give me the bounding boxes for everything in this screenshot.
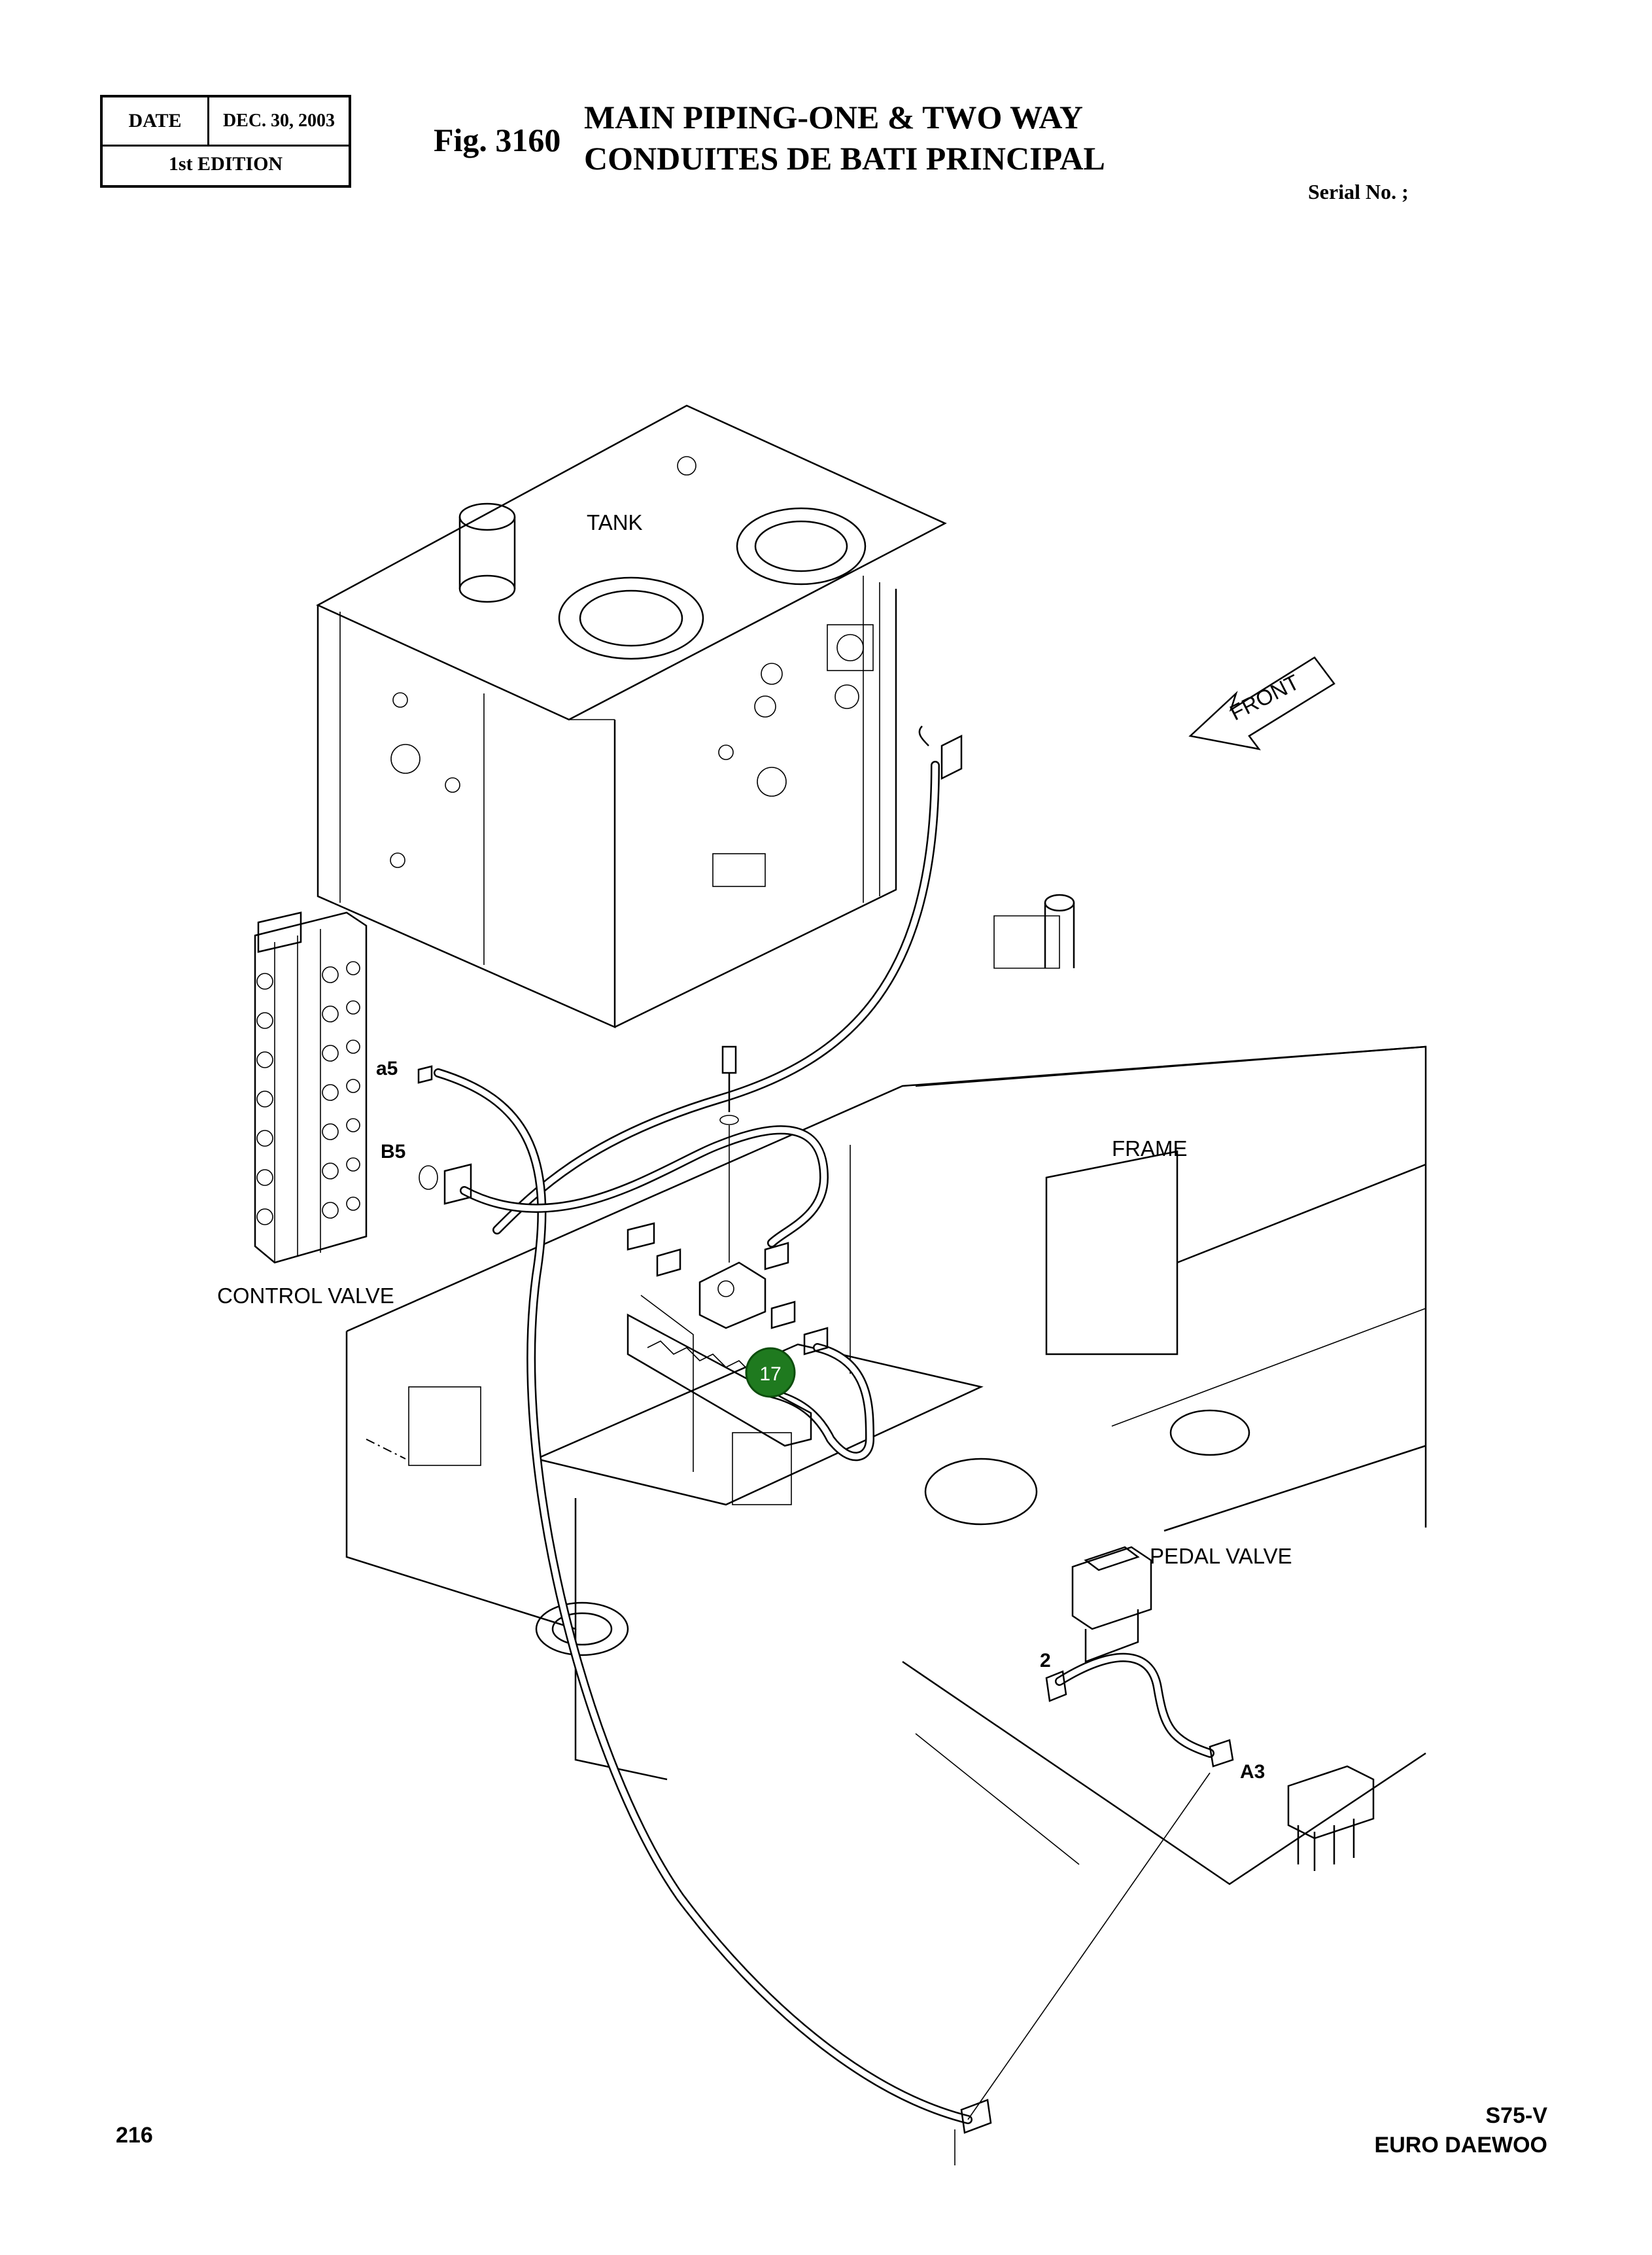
brand-name: EURO DAEWOO [1374, 2133, 1547, 2158]
model-name: S75-V [1485, 2103, 1548, 2128]
port-a5-label: a5 [376, 1058, 398, 1079]
control-valve-block [254, 911, 368, 1264]
front-label: FRONT [1226, 670, 1303, 725]
control-valve-label: CONTROL VALVE [217, 1284, 394, 1308]
hydraulic-tank [316, 404, 947, 1028]
callout-17-marker[interactable]: 17 [745, 1347, 796, 1398]
title-english: MAIN PIPING-ONE & TWO WAY [584, 99, 1084, 135]
frame-label: FRAME [1112, 1136, 1188, 1161]
pedal-valve-label: PEDAL VALVE [1150, 1544, 1292, 1568]
edition-label: 1st EDITION [168, 153, 283, 175]
callout-2-label: 2 [1040, 1650, 1051, 1671]
tank-label: TANK [587, 510, 643, 534]
port-a3-label: A3 [1240, 1761, 1265, 1783]
front-direction-arrow [1188, 656, 1335, 750]
callout-17-text: 17 [759, 1363, 781, 1385]
figure-number: Fig. 3160 [434, 122, 561, 158]
serial-number: Serial No. ; [1308, 180, 1409, 203]
callout-17-circle[interactable] [745, 1347, 796, 1398]
port-b5-label: B5 [381, 1141, 405, 1162]
date-value: DEC. 30, 2003 [222, 111, 336, 131]
title-french: CONDUITES DE BATI PRINCIPAL [584, 140, 1105, 177]
date-label: DATE [103, 97, 209, 145]
date-row: DATE DEC. 30, 2003 [103, 97, 349, 147]
upper-frame [345, 894, 1427, 1885]
date-edition-box: DATE DEC. 30, 2003 1st EDITION [100, 95, 351, 188]
distribution-block [417, 725, 1375, 2165]
hose-lines [434, 761, 1214, 2124]
page-number: 216 [116, 2123, 153, 2148]
